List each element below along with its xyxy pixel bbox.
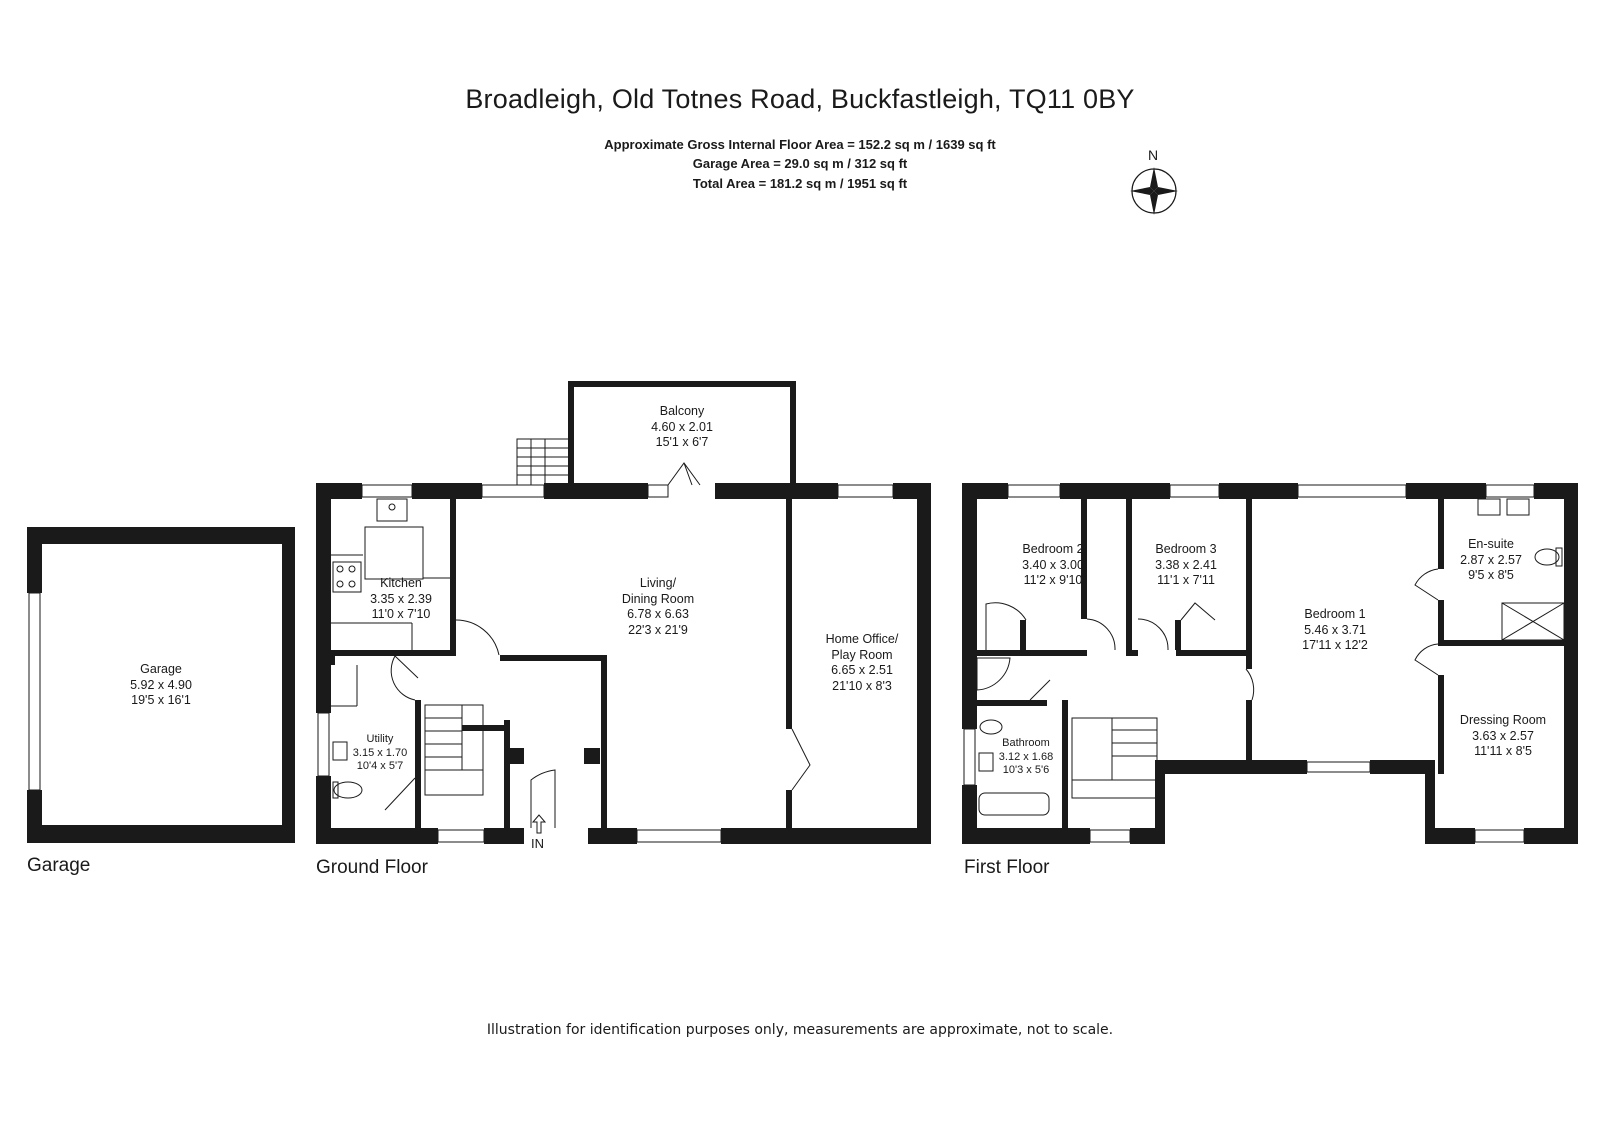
room-metric: 6.78 x 6.63 [627, 607, 689, 621]
floor-label-ground: Ground Floor [316, 857, 428, 878]
compass-north-label: N [1148, 147, 1159, 163]
room-bedroom-3: Bedroom 3 3.38 x 2.41 11'1 x 7'11 [1155, 542, 1217, 589]
room-metric: 3.63 x 2.57 [1472, 728, 1534, 743]
room-dressing-room: Dressing Room 3.63 x 2.57 11'11 x 8'5 [1460, 713, 1546, 760]
room-name: Kitchen [380, 576, 422, 590]
room-kitchen: Kitchen 3.35 x 2.39 11'0 x 7'10 [370, 576, 432, 623]
room-metric: 3.38 x 2.41 [1155, 557, 1217, 572]
room-imperial: 11'11 x 8'5 [1474, 744, 1532, 758]
room-name: En-suite [1468, 537, 1514, 551]
room-imperial: 10'3 x 5'6 [1002, 764, 1050, 776]
stairs [424, 438, 1158, 799]
room-name: Bedroom 3 [1155, 542, 1217, 556]
room-metric: 3.35 x 2.39 [370, 591, 432, 606]
ground-floor-walls [316, 483, 931, 844]
windows [28, 484, 1535, 843]
room-name: Bathroom [1002, 737, 1050, 749]
room-name-line2: Play Room [831, 647, 893, 662]
room-name: Bedroom 2 [1022, 542, 1084, 556]
disclaimer-text: Illustration for identification purposes… [486, 1022, 1114, 1038]
property-address-title: Broadleigh, Old Totnes Road, Buckfastlei… [465, 84, 1135, 114]
room-name-line2: Dining Room [621, 591, 695, 606]
fixtures [331, 498, 1565, 816]
floor-label-garage: Garage [27, 855, 91, 876]
room-name: Dressing Room [1459, 713, 1547, 727]
room-metric: 5.92 x 4.90 [130, 677, 192, 692]
room-metric: 4.60 x 2.01 [651, 419, 713, 434]
room-metric: 2.87 x 2.57 [1460, 552, 1522, 567]
room-imperial: 11'1 x 7'11 [1157, 573, 1215, 587]
room-metric: 6.65 x 2.51 [831, 663, 893, 677]
garage-area: Garage Area = 29.0 sq m / 312 sq ft [692, 156, 908, 171]
door-swings [390, 462, 1439, 828]
room-metric: 3.15 x 1.70 [352, 746, 408, 759]
room-imperial: 11'0 x 7'10 [371, 607, 431, 621]
room-imperial: 17'11 x 12'2 [1302, 638, 1368, 652]
floor-label-first: First Floor [964, 857, 1050, 878]
room-bedroom-1: Bedroom 1 5.46 x 3.71 17'11 x 12'2 [1302, 607, 1368, 654]
room-home-office: Home Office/ Play Room 6.65 x 2.51 21'10… [826, 632, 899, 694]
garage-walls [27, 527, 295, 843]
balcony-walls [568, 381, 796, 485]
room-imperial: 19'5 x 16'1 [131, 693, 191, 707]
gross-internal-area: Approximate Gross Internal Floor Area = … [604, 137, 996, 152]
first-floor-walls [962, 483, 1578, 844]
room-garage: Garage 5.92 x 4.90 19'5 x 16'1 [130, 662, 192, 709]
compass-rose-icon [1130, 167, 1178, 215]
room-name: Balcony [659, 404, 705, 418]
room-bedroom-2: Bedroom 2 3.40 x 3.00 11'2 x 9'10 [1022, 542, 1084, 589]
room-name: Utility [366, 733, 394, 745]
room-imperial: 10'4 x 5'7 [356, 760, 404, 772]
total-area: Total Area = 181.2 sq m / 1951 sq ft [692, 176, 908, 191]
room-name: Bedroom 1 [1304, 607, 1366, 621]
entrance-label: IN [531, 836, 544, 851]
room-name: Living/ [639, 576, 677, 590]
room-living-dining: Living/ Dining Room 6.78 x 6.63 22'3 x 2… [622, 576, 694, 638]
room-imperial: 22'3 x 21'9 [628, 622, 688, 637]
room-utility: Utility 3.15 x 1.70 10'4 x 5'7 [353, 733, 407, 774]
room-metric: 5.46 x 3.71 [1304, 622, 1366, 637]
room-name: Home Office/ [825, 632, 899, 646]
room-imperial: 11'2 x 9'10 [1023, 573, 1083, 587]
room-metric: 3.12 x 1.68 [998, 750, 1054, 763]
room-balcony: Balcony 4.60 x 2.01 15'1 x 6'7 [651, 404, 713, 451]
room-imperial: 21'10 x 8'3 [832, 678, 892, 693]
room-bathroom: Bathroom 3.12 x 1.68 10'3 x 5'6 [999, 737, 1053, 778]
room-en-suite: En-suite 2.87 x 2.57 9'5 x 8'5 [1460, 537, 1522, 584]
room-name: Garage [140, 662, 182, 676]
room-imperial: 9'5 x 8'5 [1468, 568, 1514, 582]
room-imperial: 15'1 x 6'7 [655, 435, 709, 449]
room-metric: 3.40 x 3.00 [1022, 557, 1084, 572]
entrance-arrow-icon [531, 814, 547, 834]
